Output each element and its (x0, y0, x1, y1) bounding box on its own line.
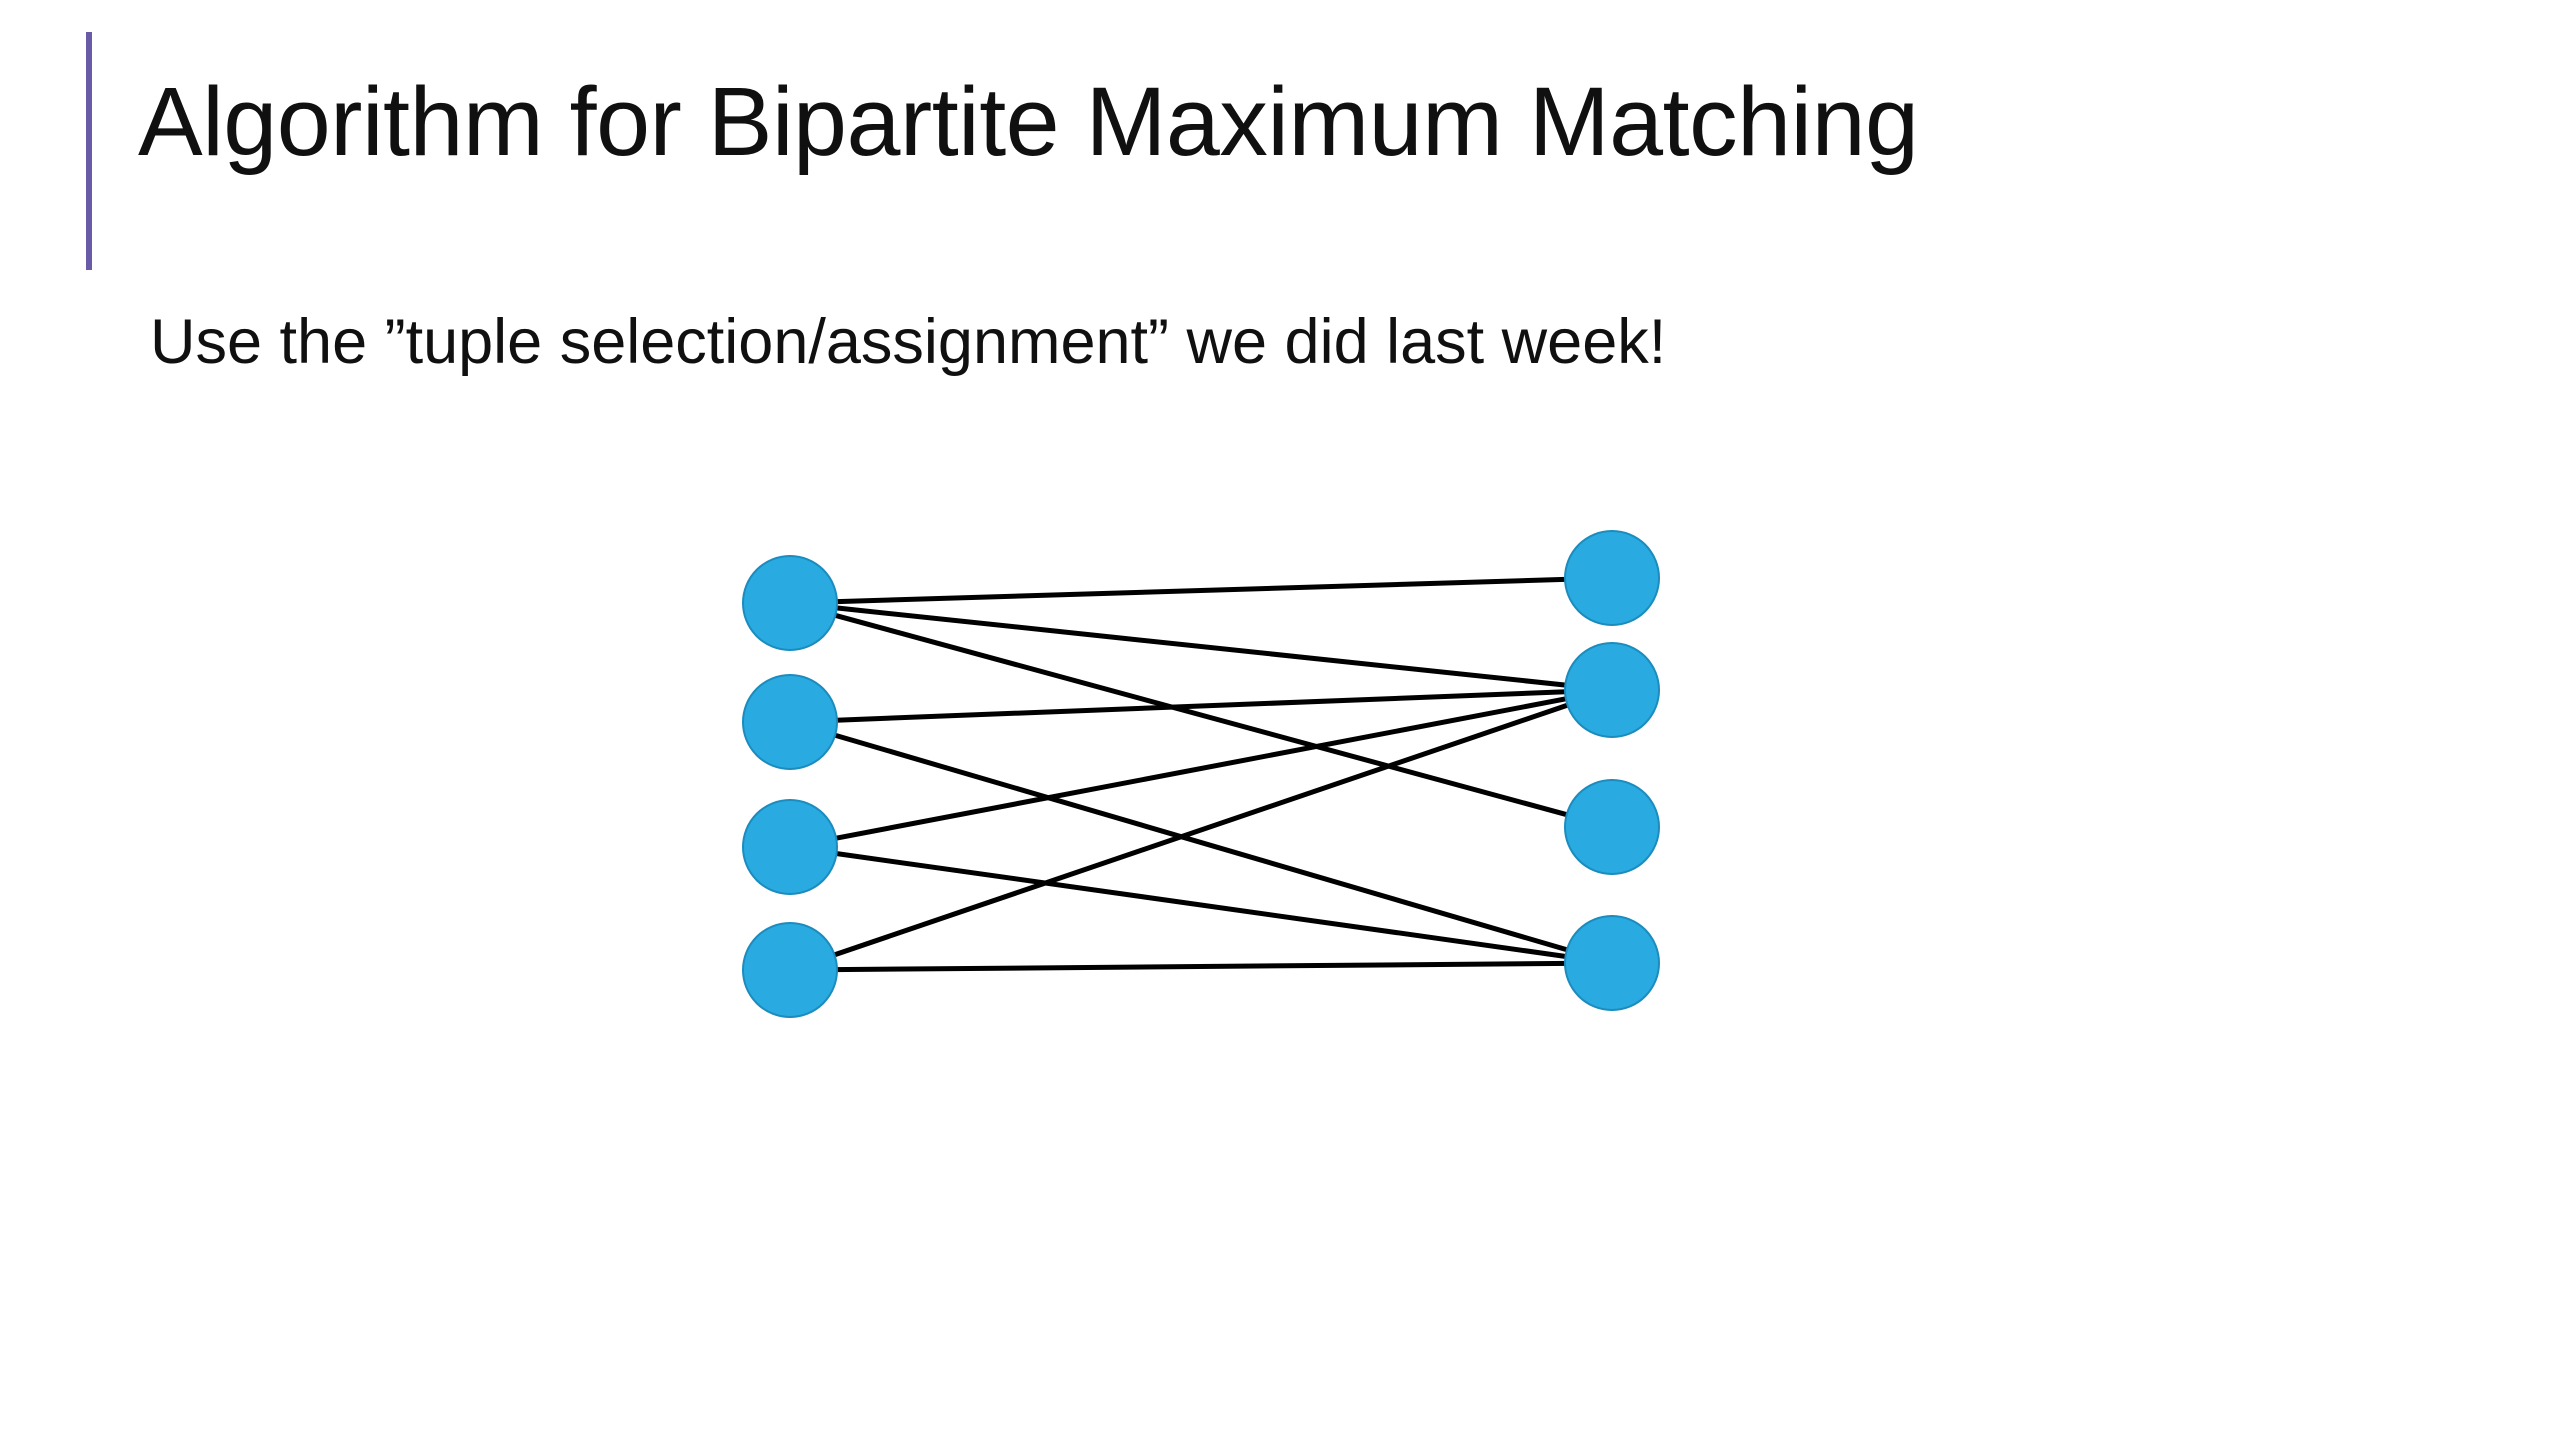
page-title: Algorithm for Bipartite Maximum Matching (138, 67, 1919, 176)
graph-node-right-R4[interactable] (1564, 915, 1660, 1011)
graph-edge (832, 960, 1570, 973)
title-accent-bar (86, 32, 92, 270)
graph-node-left-L4[interactable] (742, 922, 838, 1018)
graph-edge (830, 731, 1572, 954)
graph-edge (832, 689, 1570, 723)
graph-edge-layer (829, 576, 1573, 973)
graph-edge (829, 701, 1573, 959)
graph-node-right-R3[interactable] (1564, 779, 1660, 875)
graph-edge (832, 576, 1570, 605)
graph-node-layer (742, 530, 1660, 1018)
graph-node-right-R2[interactable] (1564, 642, 1660, 738)
graph-edge (831, 695, 1571, 842)
slide-subtitle: Use the ”tuple selection/assignment” we … (150, 307, 1667, 377)
bipartite-graph-svg (742, 530, 1660, 1018)
graph-node-right-R1[interactable] (1564, 530, 1660, 626)
graph-node-left-L2[interactable] (742, 674, 838, 770)
bipartite-graph-figure (640, 500, 1800, 1100)
graph-node-left-L3[interactable] (742, 799, 838, 895)
graph-edge (832, 850, 1570, 960)
graph-node-left-L1[interactable] (742, 555, 838, 651)
graph-edge (832, 605, 1570, 688)
graph-edge (830, 611, 1572, 819)
